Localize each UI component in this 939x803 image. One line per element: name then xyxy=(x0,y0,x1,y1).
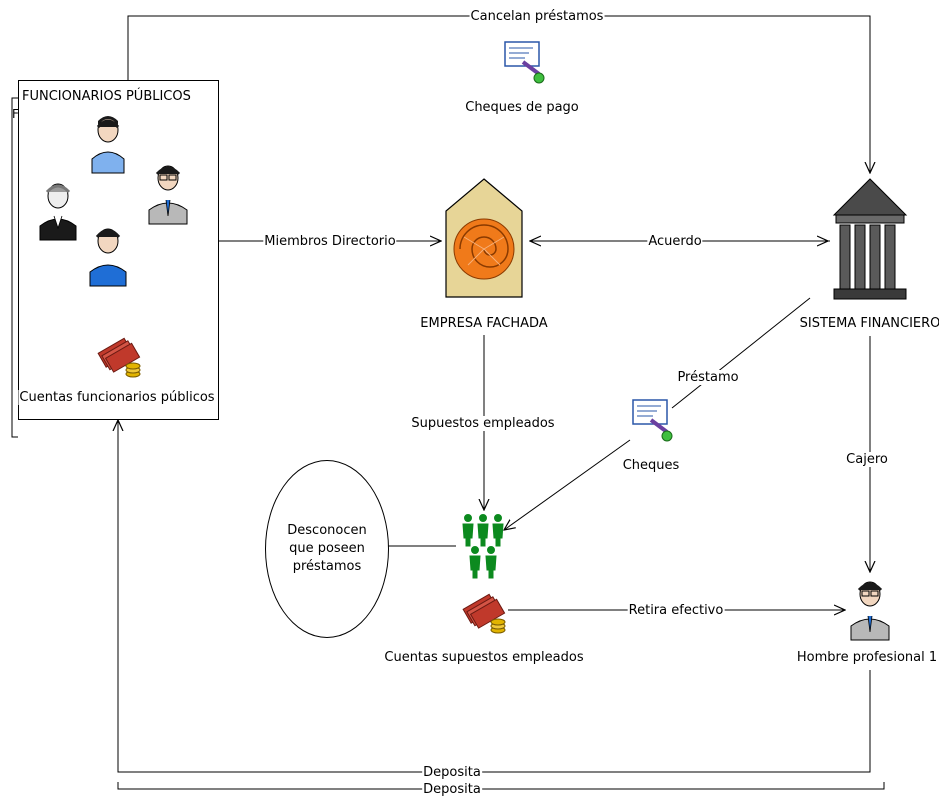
desconocen-line-1: Desconocen xyxy=(287,523,367,538)
edge-cheques-empleados xyxy=(504,439,631,530)
edge-label-deposita-lower: Deposita xyxy=(422,782,482,797)
edge-label-retira: Retira efectivo xyxy=(627,603,725,618)
funcionarios-side-tab: F xyxy=(12,107,19,121)
empleados-label: Cuentas supuestos empleados xyxy=(383,650,585,665)
hombre-label: Hombre profesional 1 xyxy=(795,650,939,665)
desconocen-line-2: que poseen xyxy=(289,541,365,556)
desconocen-line-3: préstamos xyxy=(292,559,362,574)
person-blue-icon[interactable] xyxy=(88,222,128,288)
man-glasses-icon[interactable] xyxy=(849,576,891,642)
person-light-blue-icon[interactable] xyxy=(90,113,126,175)
edge-cancelan-prestamos xyxy=(127,15,870,173)
funcionarios-group-box xyxy=(18,80,219,420)
edge-deposita-lower xyxy=(117,782,885,790)
cheques-pago-label: Cheques de pago xyxy=(464,100,580,115)
check-signing-icon-2[interactable] xyxy=(631,398,675,442)
edge-label-acuerdo: Acuerdo xyxy=(647,234,703,249)
bank-building-icon[interactable] xyxy=(832,175,908,303)
check-signing-icon[interactable] xyxy=(503,40,547,84)
group-bracket xyxy=(11,97,18,438)
shell-house-icon[interactable] xyxy=(444,177,524,299)
desconocen-circle: Desconocen que poseen préstamos xyxy=(265,460,389,638)
edge-deposita-upper xyxy=(118,420,871,773)
edge-label-deposita-upper: Deposita xyxy=(422,765,482,780)
funcionarios-title: FUNCIONARIOS PÚBLICOS xyxy=(22,89,191,104)
people-group-icon[interactable] xyxy=(460,512,506,580)
cheques-label: Cheques xyxy=(621,458,681,473)
edge-label-cajero: Cajero xyxy=(845,452,889,467)
edge-label-supuestos: Supuestos empleados xyxy=(410,416,556,431)
edge-label-miembros: Miembros Directorio xyxy=(263,234,397,249)
money-stack-icon[interactable] xyxy=(97,332,143,382)
person-grey-glasses-icon[interactable] xyxy=(147,160,189,226)
person-black-suit-icon[interactable] xyxy=(38,178,78,242)
edge-label-prestamo: Préstamo xyxy=(676,370,740,385)
sistema-label: SISTEMA FINANCIERO xyxy=(798,316,939,331)
edge-prestamo xyxy=(671,297,811,409)
money-stack-icon-2[interactable] xyxy=(462,588,508,638)
empresa-label: EMPRESA FACHADA xyxy=(419,316,549,331)
cuentas-funcionarios-label: Cuentas funcionarios públicos xyxy=(18,390,216,405)
edge-label-cancelan: Cancelan préstamos xyxy=(469,9,605,24)
